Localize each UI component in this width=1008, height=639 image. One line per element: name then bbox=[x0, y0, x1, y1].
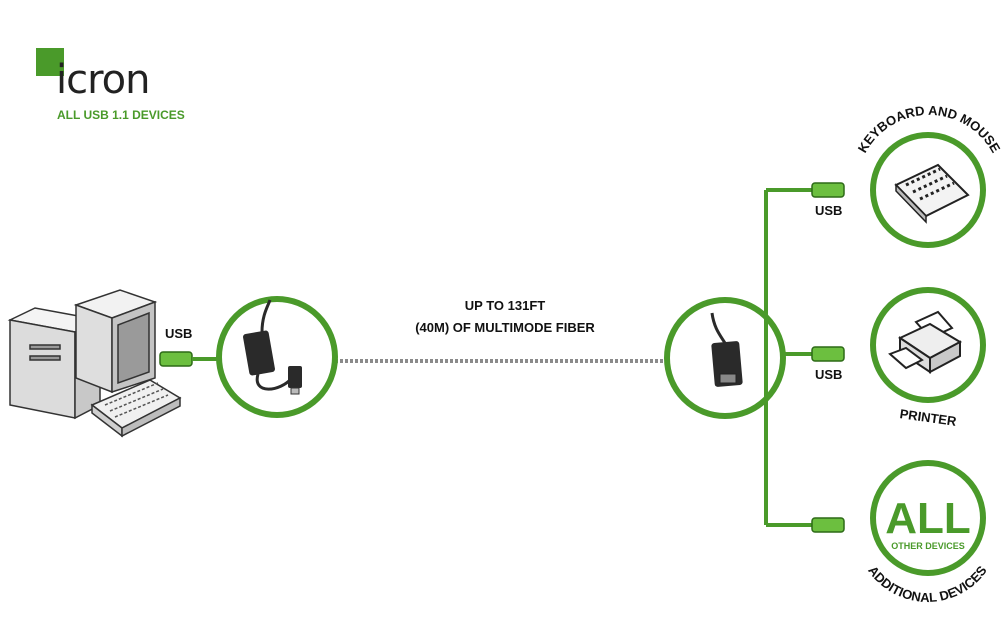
hub-branches bbox=[764, 188, 812, 527]
fiber-label-line1: UP TO 131FT bbox=[464, 298, 546, 313]
keyboard-mouse-circle bbox=[870, 132, 986, 248]
usb-plug-icon bbox=[159, 351, 220, 367]
remote-extender-circle bbox=[664, 297, 786, 419]
all-badge: ALL bbox=[885, 494, 971, 543]
local-extender-circle bbox=[216, 296, 338, 418]
usb-plug-icon bbox=[811, 346, 845, 362]
logo-square bbox=[36, 48, 64, 76]
usb-label: USB bbox=[165, 326, 193, 341]
fiber-length-label: UP TO 131FT (40M) OF MULTIMODE FIBER bbox=[370, 295, 640, 339]
logo-tagline: ALL USB 1.1 DEVICES bbox=[57, 108, 185, 122]
all-devices-circle bbox=[870, 460, 986, 576]
keyboard-icon bbox=[894, 163, 970, 224]
printer-circle bbox=[870, 287, 986, 403]
usb-plug-icon bbox=[811, 517, 845, 533]
logo-wordmark: icron bbox=[56, 57, 150, 103]
usb-plug-icon bbox=[811, 182, 845, 198]
computer-icon bbox=[7, 289, 182, 438]
fiber-label-line2: (40M) OF MULTIMODE FIBER bbox=[415, 320, 595, 335]
usb-label: USB bbox=[815, 203, 843, 218]
all-badge-subtitle: OTHER DEVICES bbox=[891, 541, 965, 551]
usb-label: USB bbox=[815, 367, 843, 382]
printer-icon bbox=[888, 310, 963, 374]
device-caption: PRINTER bbox=[899, 406, 958, 429]
